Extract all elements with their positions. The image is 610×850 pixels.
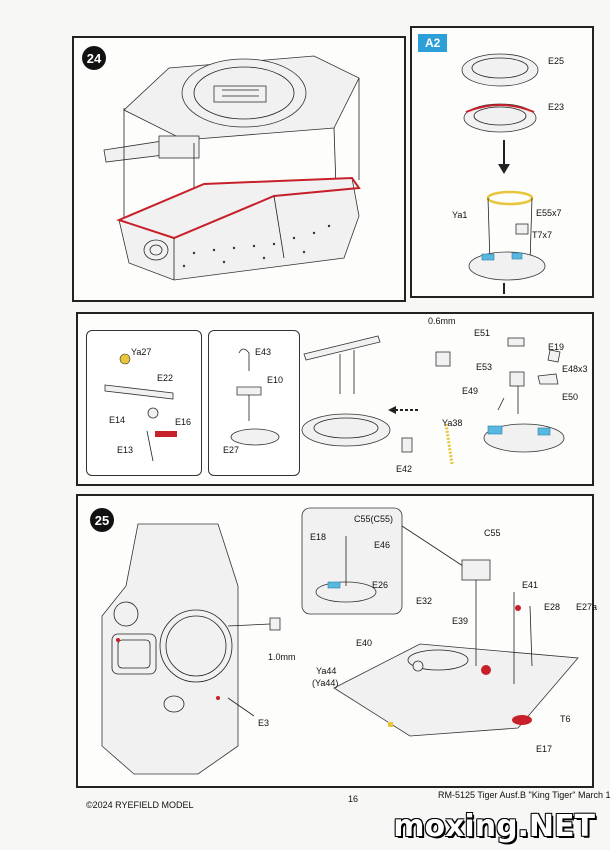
- step-24-panel: 24: [72, 36, 406, 302]
- mg-subpanel: Ya27 E22 E14 E16 E13: [86, 330, 202, 476]
- label-c55: C55: [484, 528, 501, 538]
- label-e16: E16: [175, 417, 192, 427]
- a2-badge: A2: [418, 34, 448, 52]
- mount-subpanel: E43 E10 E27: [208, 330, 300, 476]
- subassembly-panel: Ya27 E22 E14 E16 E13 E43 E10 E27: [76, 312, 594, 486]
- label-e26: E26: [372, 580, 389, 590]
- label-ya44-alt: (Ya44): [312, 678, 339, 688]
- label-e50: E50: [562, 392, 579, 402]
- label-e39: E39: [452, 616, 469, 626]
- label-e49: E49: [462, 386, 479, 396]
- step-25-panel: 25 E3 1.0mm E18 C55(C55) E46 E26 C5: [76, 494, 598, 788]
- mount-drawing: [230, 348, 280, 446]
- label-1-0mm: 1.0mm: [268, 652, 296, 662]
- label-t7x7: T7x7: [532, 230, 553, 240]
- label-e22: E22: [157, 373, 174, 383]
- label-ya44: Ya44: [316, 666, 337, 676]
- hull-deck-drawing: [101, 507, 579, 775]
- label-e41: E41: [522, 580, 539, 590]
- turret-hull-drawing: [103, 55, 361, 281]
- label-e19: E19: [548, 342, 565, 352]
- label-e28: E28: [544, 602, 561, 612]
- a2-ring-assembly-drawing: [461, 53, 546, 294]
- label-ya27: Ya27: [131, 347, 152, 357]
- label-e23: E23: [548, 102, 565, 112]
- label-e42: E42: [396, 464, 413, 474]
- label-c55-c55: C55(C55): [354, 514, 394, 524]
- label-e10: E10: [267, 375, 284, 385]
- label-e43: E43: [255, 347, 272, 357]
- label-e53: E53: [476, 362, 493, 372]
- label-e46: E46: [374, 540, 391, 550]
- label-e27: E27: [223, 445, 240, 455]
- label-e40: E40: [356, 638, 373, 648]
- label-e17: E17: [536, 744, 553, 754]
- label-e13: E13: [117, 445, 134, 455]
- label-0-6mm: 0.6mm: [428, 316, 456, 326]
- label-e14: E14: [109, 415, 126, 425]
- label-ya38: Ya38: [442, 418, 463, 428]
- machine-gun-drawing: [104, 353, 177, 462]
- watermark-logo: moxing.NET: [393, 809, 595, 844]
- product-title: RM-5125 Tiger Ausf.B "King Tiger" March …: [438, 790, 610, 800]
- label-e25: E25: [548, 56, 565, 66]
- label-e32: E32: [416, 596, 433, 606]
- page-number: 16: [348, 794, 359, 804]
- label-e48x3: E48x3: [562, 364, 588, 374]
- label-ya1: Ya1: [452, 210, 468, 220]
- label-e55x7: E55x7: [536, 208, 562, 218]
- label-e18: E18: [310, 532, 327, 542]
- label-e3: E3: [258, 718, 270, 728]
- step-number-badge: 25: [90, 508, 114, 532]
- copyright-text: ©2024 RYEFIELD MODEL: [86, 800, 194, 810]
- label-e51: E51: [474, 328, 491, 338]
- label-t6: T6: [560, 714, 571, 724]
- label-e27a: E27a: [576, 602, 598, 612]
- a2-panel: A2 E25 E23 Ya1 E55x7 T7x7: [410, 26, 594, 298]
- step-number-badge: 24: [82, 46, 106, 70]
